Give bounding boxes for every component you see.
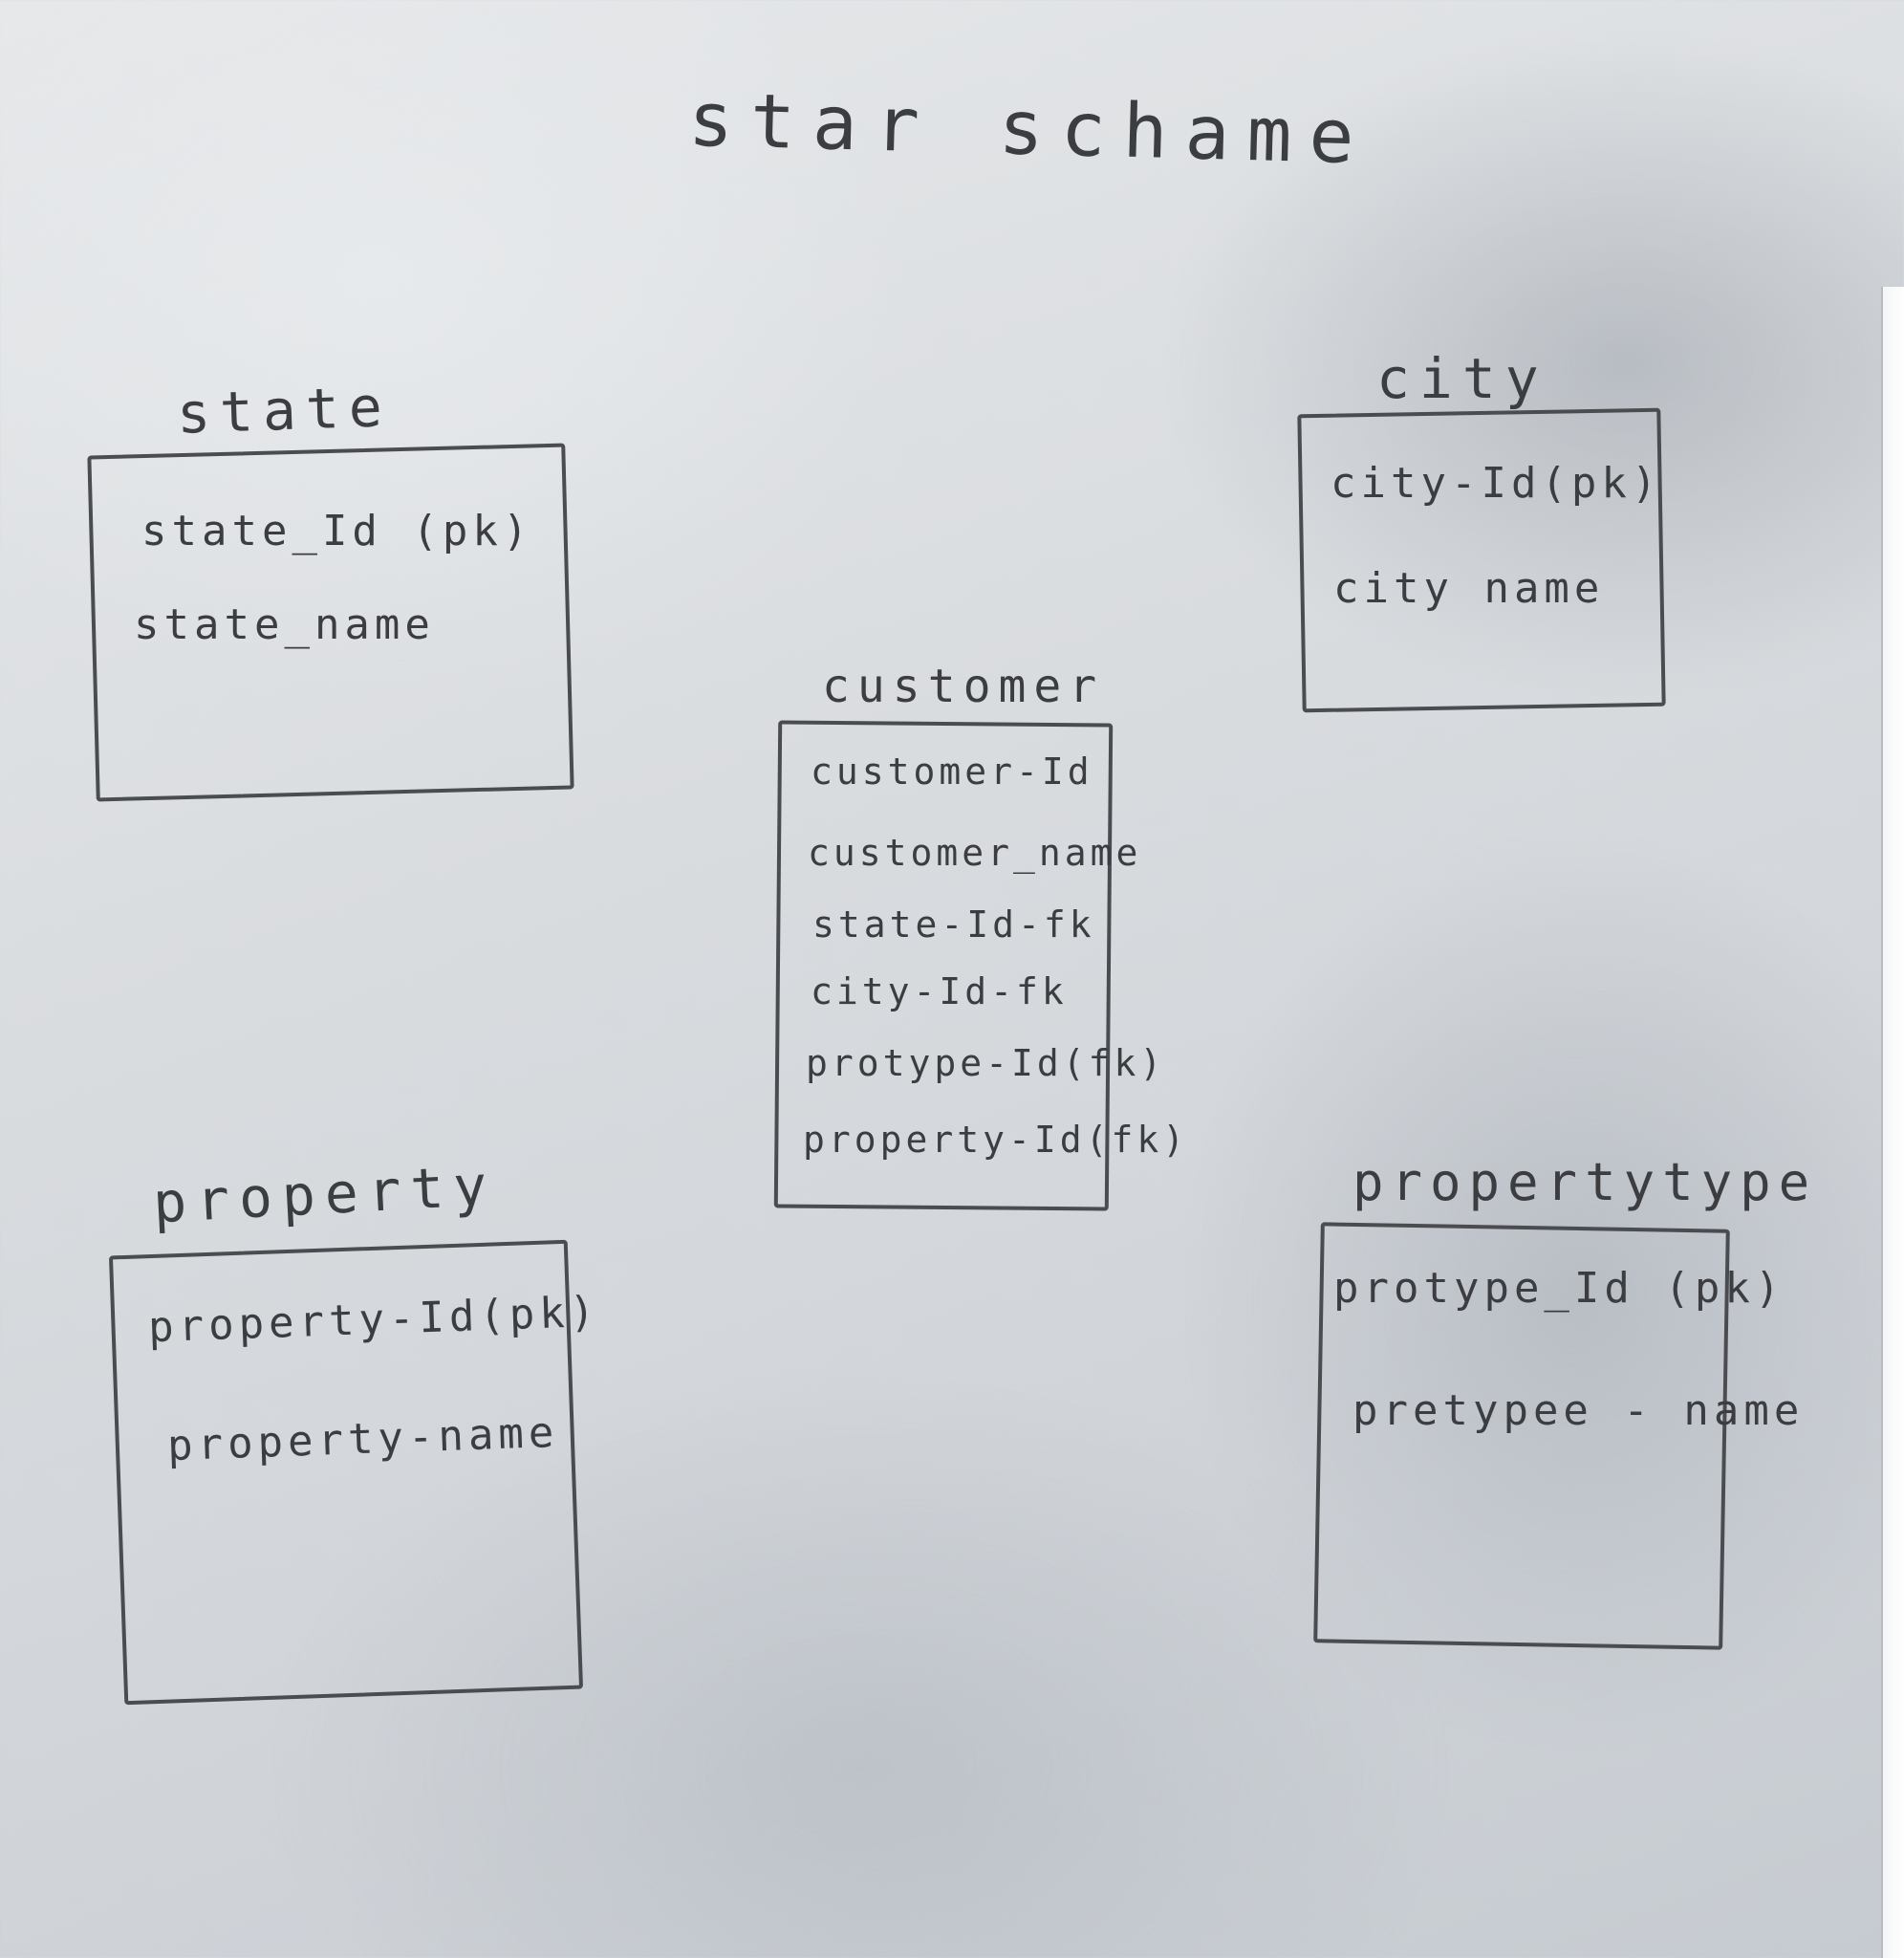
customer-field-id: customer-Id (811, 751, 1093, 793)
propertytype-field-name: pretypee - name (1352, 1386, 1805, 1435)
state-field-id: state_Id (pk) (141, 507, 533, 555)
customer-entity-label: customer (822, 660, 1105, 713)
customer-field-protype-fk: protype-Id(fk) (806, 1042, 1166, 1084)
propertytype-entity-label: propertytype (1352, 1152, 1818, 1212)
customer-field-city-fk: city-Id-fk (811, 970, 1068, 1012)
state-entity-label: state (175, 374, 393, 446)
city-field-id: city-Id(pk) (1331, 459, 1662, 508)
city-entity-label: city (1376, 346, 1548, 411)
customer-field-property-fk: property-Id(fk) (803, 1119, 1189, 1161)
city-entity-box (1297, 407, 1666, 713)
paper-edge (1881, 287, 1904, 1958)
city-field-name: city name (1333, 564, 1605, 613)
customer-field-state-fk: state-Id-fk (812, 903, 1095, 946)
propertytype-field-id: protype_Id (pk) (1333, 1264, 1785, 1313)
property-entity-label: property (151, 1152, 498, 1236)
diagram-title: star schame (686, 76, 1373, 182)
customer-field-name: customer_name (808, 832, 1142, 874)
state-field-name: state_name (134, 600, 435, 649)
